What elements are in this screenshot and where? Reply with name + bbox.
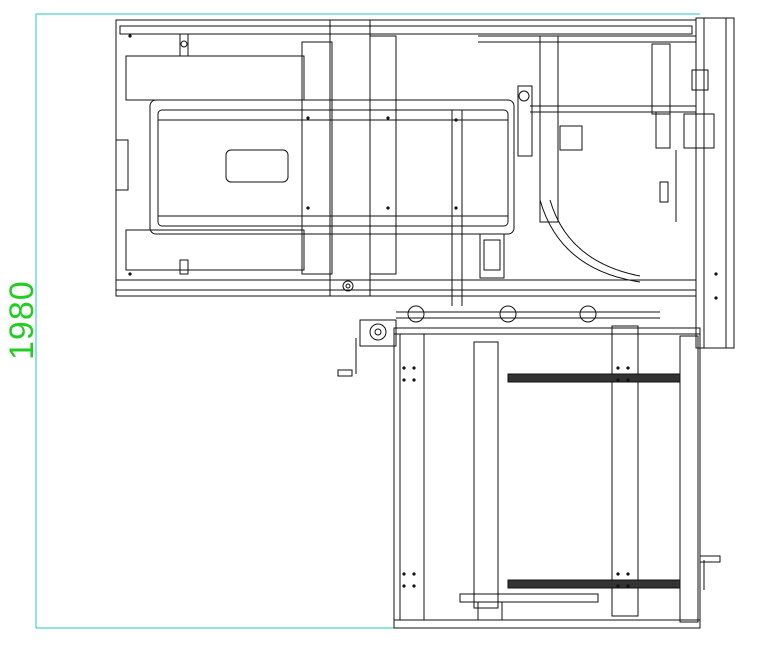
dimension-frame: [35, 13, 700, 629]
right-mechanism: [478, 35, 715, 283]
lower-crank: [699, 555, 721, 590]
upper-frame: [115, 17, 735, 349]
bolt-dots: [128, 34, 718, 588]
belt-top: [507, 373, 681, 383]
vertical-slider-left: [301, 19, 397, 297]
corner-hub: [337, 319, 397, 377]
lower-frame: [393, 325, 701, 629]
belt-bottom: [507, 579, 681, 589]
cylinder-unit: [451, 85, 533, 306]
knob-row: [396, 305, 660, 323]
chamber-assembly: [115, 33, 515, 275]
